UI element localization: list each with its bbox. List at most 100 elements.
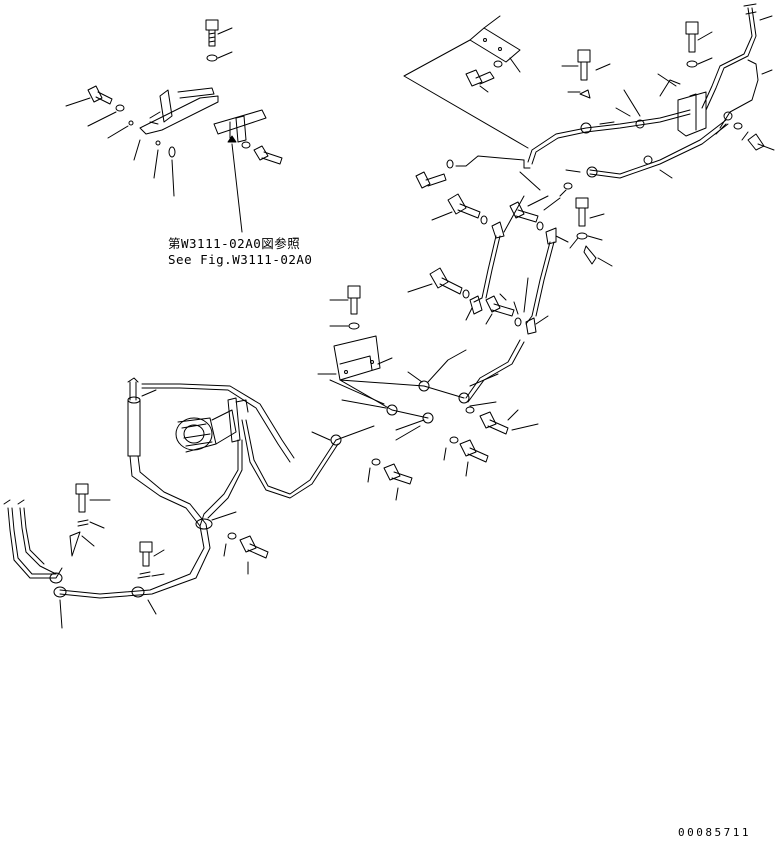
bolt-icon bbox=[347, 285, 361, 315]
clip-icon bbox=[579, 89, 591, 99]
leader-line bbox=[59, 511, 237, 629]
washer-icon bbox=[480, 215, 488, 225]
leader-line bbox=[317, 357, 393, 375]
bolt-icon bbox=[415, 171, 447, 189]
leader-line bbox=[599, 89, 749, 141]
leader-line bbox=[615, 73, 677, 117]
bolt-icon bbox=[747, 133, 775, 151]
middle-assembly bbox=[241, 267, 549, 501]
compressor-icon bbox=[175, 409, 237, 453]
hose-fitting-icon bbox=[227, 397, 249, 443]
hose-assembly-icon bbox=[701, 3, 759, 129]
washer-icon bbox=[576, 232, 588, 240]
leader-line bbox=[431, 195, 569, 243]
washer-icon bbox=[446, 159, 454, 169]
bolt-icon bbox=[139, 541, 153, 567]
hose-assembly-icon bbox=[427, 339, 525, 403]
leader-line bbox=[759, 15, 773, 75]
leader-line bbox=[407, 277, 549, 325]
washer-icon bbox=[227, 532, 237, 540]
bolt-icon bbox=[75, 483, 89, 513]
clip-icon bbox=[69, 531, 81, 557]
hose-assembly-icon bbox=[59, 439, 243, 599]
hose-assembly-icon bbox=[589, 119, 729, 179]
hose-assembly-icon bbox=[485, 235, 501, 299]
spring-washer-icon bbox=[137, 571, 151, 579]
bracket-icon bbox=[523, 159, 531, 169]
bolt-icon bbox=[459, 439, 489, 463]
nut-icon bbox=[128, 120, 134, 126]
washer-icon bbox=[449, 436, 459, 444]
leader-line bbox=[151, 549, 165, 577]
bolt-icon bbox=[87, 85, 113, 105]
drawing-number: 00085711 bbox=[678, 826, 751, 839]
hose-assembly-icon bbox=[525, 241, 551, 325]
receiver-drier-icon bbox=[127, 377, 141, 457]
figure-reference-english: See Fig.W3111-02A0 bbox=[168, 252, 313, 267]
leader-line bbox=[217, 27, 233, 59]
figure-reference-japanese: 第W3111-02A0図参照 bbox=[168, 236, 301, 251]
nut-icon bbox=[155, 140, 161, 146]
washer-icon bbox=[462, 289, 470, 299]
washer-icon bbox=[115, 104, 125, 112]
washer-icon bbox=[206, 54, 218, 62]
clamp-icon bbox=[49, 518, 213, 598]
left-assembly bbox=[3, 377, 295, 629]
leader-line bbox=[367, 409, 539, 501]
washer-icon bbox=[168, 146, 176, 158]
bracket-icon bbox=[139, 87, 219, 135]
bolt-icon bbox=[253, 145, 283, 165]
leader-line bbox=[569, 213, 613, 267]
leader-line bbox=[483, 15, 521, 73]
bolt-icon bbox=[685, 21, 699, 53]
washer-icon bbox=[241, 141, 251, 149]
bolt-icon bbox=[509, 201, 539, 223]
washer-icon bbox=[348, 322, 360, 330]
outline-line bbox=[335, 379, 465, 441]
leader-line bbox=[81, 499, 111, 547]
leader-line bbox=[561, 63, 611, 71]
leader-line bbox=[697, 31, 713, 65]
bolt-icon bbox=[239, 535, 269, 559]
leader-line bbox=[519, 171, 541, 191]
clamp-icon bbox=[213, 109, 267, 143]
leader-line bbox=[559, 169, 673, 197]
leader-line bbox=[141, 389, 157, 397]
bolt-icon bbox=[577, 49, 591, 81]
clamp-icon bbox=[563, 155, 653, 190]
bolt-icon bbox=[429, 267, 463, 295]
hose-assembly-icon bbox=[455, 155, 525, 167]
bolt-icon bbox=[383, 463, 413, 485]
figure-reference-note: 第W3111-02A0図参照 See Fig.W3111-02A0 bbox=[168, 236, 312, 268]
washer-icon bbox=[493, 60, 503, 68]
bolt-icon bbox=[205, 19, 219, 47]
clamp-icon bbox=[469, 295, 483, 315]
spring-washer-icon bbox=[77, 519, 89, 527]
hose-assembly-icon bbox=[535, 241, 555, 317]
bolt-icon bbox=[575, 197, 589, 227]
leader-line bbox=[133, 139, 175, 197]
leader-line bbox=[479, 85, 489, 93]
top-left-assembly bbox=[65, 19, 283, 233]
hose-assembly-icon bbox=[3, 499, 63, 579]
reference-arrow-line bbox=[231, 143, 243, 233]
washer-icon bbox=[514, 317, 522, 327]
hose-assembly-icon bbox=[141, 383, 295, 463]
hose-assembly-icon bbox=[527, 109, 691, 165]
leader-line bbox=[311, 371, 499, 441]
bolt-icon bbox=[479, 411, 509, 435]
washer-icon bbox=[465, 406, 475, 414]
hose-assembly-icon bbox=[473, 235, 497, 303]
clamp-icon bbox=[525, 317, 537, 335]
clamp-icon bbox=[545, 227, 557, 245]
washer-icon bbox=[371, 458, 381, 466]
leader-line bbox=[223, 543, 249, 575]
washer-icon bbox=[536, 221, 544, 231]
washer-icon bbox=[686, 60, 698, 68]
bracket-icon bbox=[659, 79, 707, 137]
leader-line bbox=[329, 299, 349, 327]
bolt-icon bbox=[447, 193, 481, 219]
bracket-icon bbox=[469, 27, 521, 63]
